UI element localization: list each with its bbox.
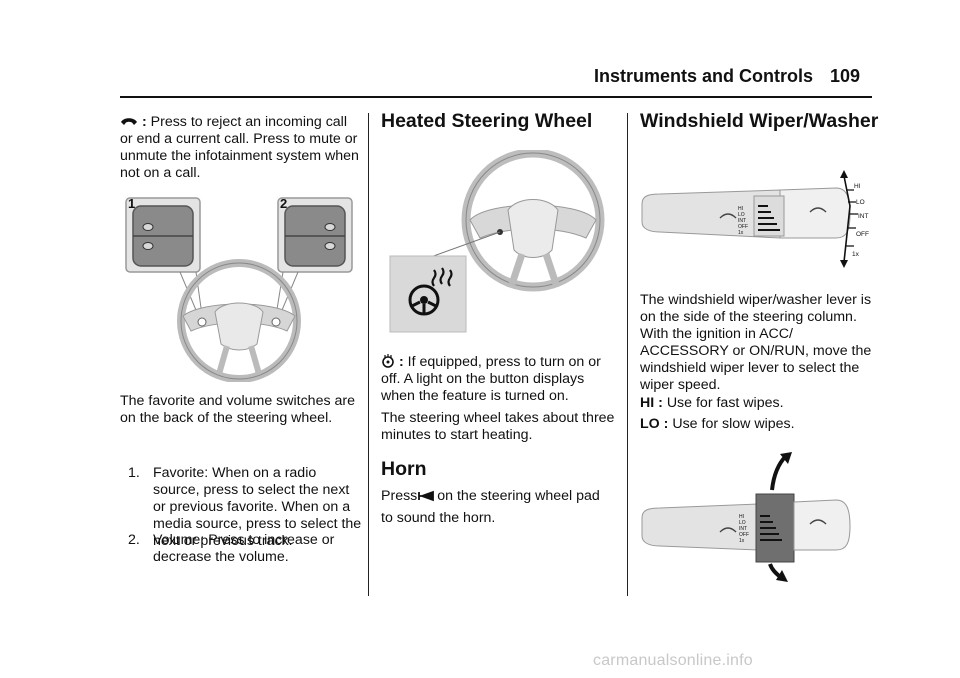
svg-text:OFF: OFF (738, 224, 748, 230)
end-call-paragraph: : Press to reject an incoming call or en… (120, 114, 360, 182)
label-off: OFF (856, 231, 869, 238)
heated-steering-wheel-illustration (389, 150, 605, 333)
section-title: Instruments and Controls (594, 66, 814, 86)
heated-wheel-icon (382, 354, 394, 368)
heated-wheel-paragraph: : If equipped, press to turn on or off. … (381, 354, 621, 405)
heated-wheel-key: : (398, 354, 404, 370)
callout-1: 1 (128, 196, 135, 211)
header-rule (120, 96, 872, 98)
wiper-lever-illustration-top: HI LO INT OFF 1x HI LO INT OFF 1x (641, 170, 869, 268)
svg-text:1x: 1x (738, 230, 744, 236)
label-int: INT (858, 213, 869, 220)
callout-2: 2 (280, 196, 287, 211)
hi-paragraph: HI : Use for fast wipes. (640, 395, 872, 412)
end-call-key: : (141, 114, 147, 130)
lo-key: LO : (640, 416, 669, 432)
column-divider-left (368, 113, 369, 596)
hi-text: Use for fast wipes. (666, 395, 784, 411)
steering-wheel-switches-illustration: 1 2 (125, 196, 353, 382)
label-lo: LO (856, 199, 865, 206)
label-1x: 1x (852, 251, 860, 258)
end-call-text: Press to reject an incoming call or end … (120, 114, 359, 181)
svg-text:1x: 1x (739, 538, 745, 544)
end-call-icon (121, 118, 137, 125)
wiper-lever-paragraph: The windshield wiper/washer lever is on … (640, 292, 872, 393)
wiper-washer-heading: Windshield Wiper/Washer (640, 110, 879, 132)
lo-paragraph: LO : Use for slow wipes. (640, 416, 872, 433)
column-divider-right (627, 113, 628, 596)
heated-wheel-text: If equipped, press to turn on or off. A … (381, 354, 601, 404)
wiper-lever-rotate-illustration: HI LO INT OFF 1x (641, 452, 851, 582)
svg-text:INT: INT (739, 526, 747, 532)
lo-text: Use for slow wipes. (672, 416, 795, 432)
svg-text:LO: LO (738, 212, 745, 218)
horn-paragraph: Press on the steering wheel pad to sound… (381, 488, 600, 526)
svg-text:OFF: OFF (739, 532, 749, 538)
label-hi: HI (854, 183, 861, 190)
svg-text:LO: LO (739, 520, 746, 526)
switches-location-paragraph: The favorite and volume switches are on … (120, 393, 355, 426)
svg-text:HI: HI (738, 206, 743, 212)
heated-steering-wheel-heading: Heated Steering Wheel (381, 110, 593, 132)
hi-key: HI : (640, 395, 663, 411)
svg-text:HI: HI (739, 514, 744, 520)
page-number: 109 (830, 66, 861, 86)
watermark: carmanualsonline.info (593, 652, 753, 669)
heating-time-paragraph: The steering wheel takes about three min… (381, 410, 615, 443)
svg-text:INT: INT (738, 218, 746, 224)
horn-heading: Horn (381, 458, 427, 480)
horn-icon (418, 490, 435, 502)
